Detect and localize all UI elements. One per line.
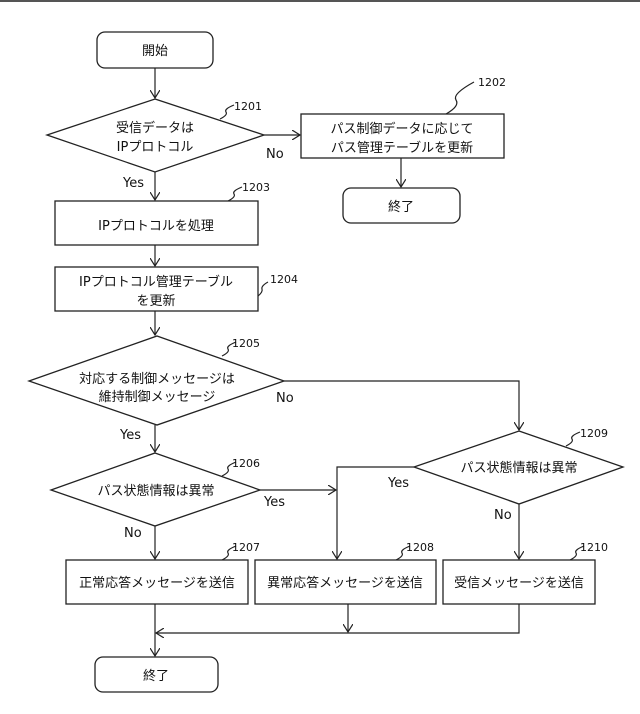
end-terminal-2: 終了 (95, 657, 218, 692)
svg-text:No: No (124, 526, 142, 541)
svg-text:Yes: Yes (387, 476, 409, 491)
svg-text:IPプロトコル: IPプロトコル (117, 140, 194, 155)
decision-1209: パス状態情報は異常 1209 (414, 427, 623, 504)
svg-text:受信メッセージを送信: 受信メッセージを送信 (454, 576, 584, 591)
svg-text:No: No (494, 508, 512, 523)
svg-text:1203: 1203 (242, 181, 270, 194)
decision-1206: パス状態情報は異常 1206 (51, 453, 260, 526)
decision-1201: 受信データは IPプロトコル 1201 (47, 99, 264, 172)
svg-text:1206: 1206 (232, 457, 260, 470)
svg-text:1205: 1205 (232, 337, 260, 350)
svg-text:受信データは: 受信データは (116, 120, 194, 136)
svg-text:1201: 1201 (234, 100, 262, 113)
svg-text:1202: 1202 (478, 76, 506, 89)
svg-text:No: No (276, 391, 294, 406)
end-terminal-1: 終了 (343, 188, 460, 223)
svg-text:維持制御メッセージ: 維持制御メッセージ (99, 390, 216, 405)
process-1202: パス制御データに応じてパス管理テーブルを更新 1202 (301, 76, 506, 158)
svg-text:を更新: を更新 (136, 293, 175, 309)
svg-text:1209: 1209 (580, 427, 608, 440)
process-1210: 受信メッセージを送信 1210 (443, 541, 608, 604)
start-terminal: 開始 (97, 32, 213, 68)
svg-text:No: No (266, 147, 284, 162)
svg-text:IPプロトコル管理テーブル: IPプロトコル管理テーブル (79, 274, 233, 290)
decision-1205: 対応する制御メッセージは維持制御メッセージ 1205 (29, 336, 284, 425)
svg-text:パス状態情報は異常: パス状態情報は異常 (97, 483, 214, 499)
svg-text:終了: 終了 (388, 199, 414, 215)
svg-text:1207: 1207 (232, 541, 260, 554)
svg-text:パス状態情報は異常: パス状態情報は異常 (460, 460, 577, 476)
svg-text:終了: 終了 (143, 668, 169, 684)
svg-text:異常応答メッセージを送信: 異常応答メッセージを送信 (267, 575, 423, 591)
svg-text:パス制御データに応じて: パス制御データに応じて (330, 121, 473, 137)
process-1207: 正常応答メッセージを送信 1207 (66, 541, 260, 604)
svg-text:対応する制御メッセージは: 対応する制御メッセージは (79, 372, 235, 387)
process-1208: 異常応答メッセージを送信 1208 (255, 541, 436, 604)
svg-text:Yes: Yes (119, 428, 141, 443)
svg-text:正常応答メッセージを送信: 正常応答メッセージを送信 (79, 575, 235, 591)
svg-text:1204: 1204 (270, 273, 298, 286)
svg-text:Yes: Yes (122, 176, 144, 191)
svg-text:開始: 開始 (142, 44, 168, 59)
svg-text:IPプロトコルを処理: IPプロトコルを処理 (98, 219, 214, 234)
svg-text:パス管理テーブルを更新: パス管理テーブルを更新 (331, 140, 473, 156)
process-1203: IPプロトコルを処理 1203 (55, 181, 270, 245)
svg-text:Yes: Yes (263, 495, 285, 510)
svg-text:1210: 1210 (580, 541, 608, 554)
svg-text:1208: 1208 (406, 541, 434, 554)
